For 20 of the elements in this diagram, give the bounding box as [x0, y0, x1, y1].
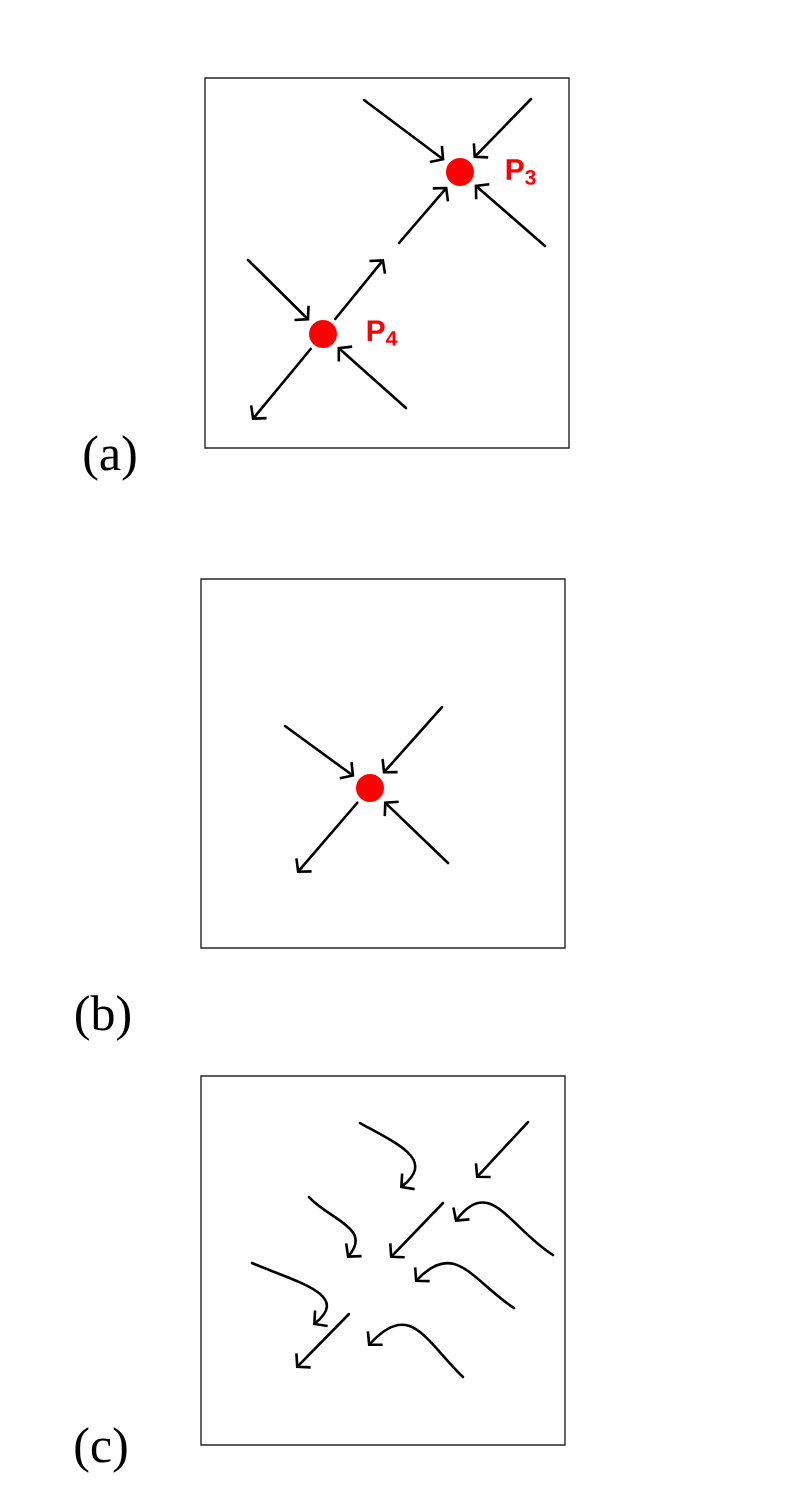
arrow	[246, 258, 310, 322]
arrow	[381, 705, 444, 774]
arrow	[295, 801, 359, 873]
arrow	[472, 97, 533, 159]
arrow	[283, 724, 355, 780]
panel-label: (c)	[75, 1427, 127, 1473]
arrow	[383, 800, 450, 865]
dot	[309, 320, 337, 348]
point-label: P$_{4}$	[367, 320, 398, 346]
dot	[446, 158, 474, 186]
arrow	[249, 347, 312, 420]
point-label: P$_{3}$	[506, 159, 536, 185]
arrow	[337, 345, 408, 410]
arrow	[333, 259, 387, 321]
dot	[356, 774, 384, 802]
arrow	[397, 186, 450, 245]
panel-label: (a)	[84, 435, 136, 481]
arrow	[362, 98, 445, 164]
arrow	[474, 182, 547, 248]
panel-label: (b)	[76, 995, 130, 1041]
